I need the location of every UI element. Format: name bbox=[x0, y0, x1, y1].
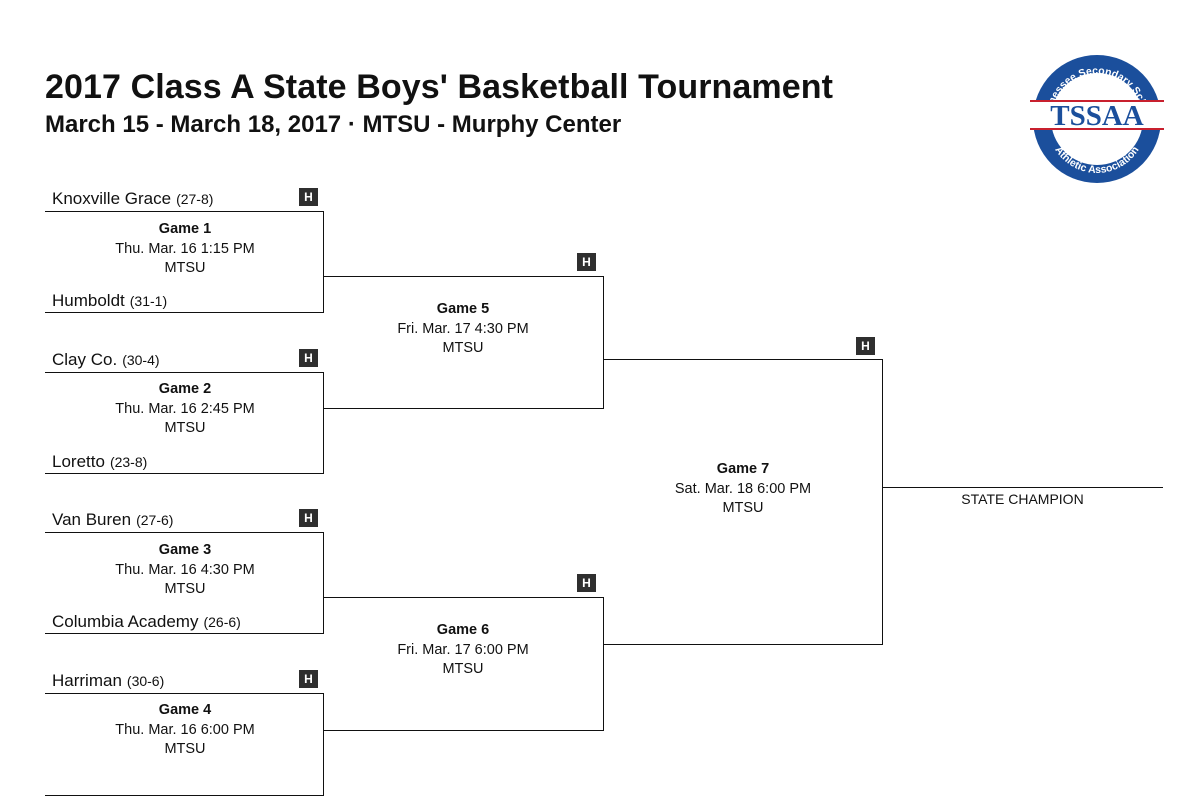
team-columbia-academy: Columbia Academy(26-6) bbox=[52, 612, 241, 632]
game-2-info: Game 2 Thu. Mar. 16 2:45 PM MTSU bbox=[85, 380, 285, 439]
bracket-line bbox=[882, 359, 883, 645]
bracket-line bbox=[45, 532, 323, 533]
game-3-info: Game 3 Thu. Mar. 16 4:30 PM MTSU bbox=[85, 541, 285, 600]
game-location: MTSU bbox=[442, 340, 484, 356]
team-record: (27-8) bbox=[176, 191, 214, 207]
game-title: Game 4 bbox=[158, 702, 212, 718]
team-record: (30-6) bbox=[126, 673, 165, 689]
game-title: Game 1 bbox=[158, 221, 212, 237]
team-humboldt: Humboldt(31-1) bbox=[52, 291, 167, 311]
team-record: (30-4) bbox=[122, 352, 160, 368]
bracket-line bbox=[323, 730, 603, 731]
bracket-line bbox=[603, 359, 882, 360]
team-knoxville-grace: Knoxville Grace(27-8) bbox=[52, 189, 213, 209]
team-record: (26-6) bbox=[203, 614, 241, 630]
team-harriman: Harriman(30-6) bbox=[52, 671, 164, 691]
home-badge: H bbox=[577, 253, 596, 271]
game-title: Game 2 bbox=[158, 381, 212, 397]
game-location: MTSU bbox=[164, 581, 206, 597]
home-badge: H bbox=[299, 509, 318, 527]
game-location: MTSU bbox=[442, 661, 484, 677]
team-record: (31-1) bbox=[129, 293, 168, 309]
game-time: Thu. Mar. 16 1:15 PM bbox=[115, 240, 255, 257]
game-time: Thu. Mar. 16 2:45 PM bbox=[115, 400, 255, 417]
team-loretto: Loretto(23-8) bbox=[52, 452, 147, 472]
game-time: Fri. Mar. 17 4:30 PM bbox=[397, 320, 529, 337]
team-van-buren: Van Buren(27-6) bbox=[52, 510, 173, 530]
game-time: Thu. Mar. 16 6:00 PM bbox=[115, 721, 255, 738]
game-location: MTSU bbox=[722, 500, 764, 516]
tssaa-logo: Tennessee Secondary School Athletic Asso… bbox=[1030, 52, 1164, 183]
state-champion-label: STATE CHAMPION bbox=[961, 491, 1084, 507]
home-badge: H bbox=[299, 188, 318, 206]
bracket-line bbox=[323, 532, 324, 634]
game-title: Game 3 bbox=[158, 542, 212, 558]
team-name: Knoxville Grace bbox=[52, 189, 172, 208]
bracket-line bbox=[323, 372, 324, 474]
team-clay-co: Clay Co.(30-4) bbox=[52, 350, 160, 370]
team-name: Loretto bbox=[52, 452, 105, 471]
bracket-line bbox=[603, 597, 604, 731]
bracket-line bbox=[45, 693, 323, 694]
team-record: (23-8) bbox=[109, 454, 148, 470]
game-time: Fri. Mar. 17 6:00 PM bbox=[397, 641, 529, 658]
logo-acronym: TSSAA bbox=[1050, 100, 1144, 132]
bracket-line bbox=[45, 633, 323, 634]
bracket-line bbox=[45, 795, 323, 796]
team-name: Humboldt bbox=[52, 291, 125, 310]
bracket-line bbox=[323, 276, 603, 277]
champion-line bbox=[882, 487, 1163, 488]
bracket-line bbox=[45, 372, 323, 373]
game-title: Game 5 bbox=[436, 301, 490, 317]
home-badge: H bbox=[299, 670, 318, 688]
game-5-info: Game 5 Fri. Mar. 17 4:30 PM MTSU bbox=[363, 300, 563, 359]
game-location: MTSU bbox=[164, 741, 206, 757]
game-4-info: Game 4 Thu. Mar. 16 6:00 PM MTSU bbox=[85, 701, 285, 760]
bracket-line bbox=[603, 276, 604, 409]
bracket-line bbox=[323, 597, 603, 598]
game-title: Game 7 bbox=[716, 461, 770, 477]
game-title: Game 6 bbox=[436, 622, 490, 638]
team-record: (27-6) bbox=[136, 512, 174, 528]
game-7-info: Game 7 Sat. Mar. 18 6:00 PM MTSU bbox=[643, 460, 843, 519]
page-subtitle: March 15 - March 18, 2017 · MTSU - Murph… bbox=[45, 111, 622, 138]
bracket-line bbox=[45, 312, 323, 313]
team-name: Van Buren bbox=[52, 510, 132, 529]
team-name: Columbia Academy bbox=[52, 612, 199, 631]
bracket-line bbox=[323, 408, 603, 409]
game-1-info: Game 1 Thu. Mar. 16 1:15 PM MTSU bbox=[85, 220, 285, 279]
home-badge: H bbox=[856, 337, 875, 355]
game-location: MTSU bbox=[164, 260, 206, 276]
game-time: Sat. Mar. 18 6:00 PM bbox=[674, 480, 812, 497]
game-6-info: Game 6 Fri. Mar. 17 6:00 PM MTSU bbox=[363, 621, 563, 680]
game-time: Thu. Mar. 16 4:30 PM bbox=[115, 561, 255, 578]
bracket-line bbox=[45, 211, 323, 212]
home-badge: H bbox=[299, 349, 318, 367]
bracket-line bbox=[45, 473, 323, 474]
bracket-line bbox=[323, 693, 324, 796]
home-badge: H bbox=[577, 574, 596, 592]
bracket-line bbox=[323, 211, 324, 313]
team-name: Clay Co. bbox=[52, 350, 118, 369]
team-name: Harriman bbox=[52, 671, 122, 690]
bracket-line bbox=[603, 644, 882, 645]
page-title: 2017 Class A State Boys' Basketball Tour… bbox=[45, 68, 834, 106]
game-location: MTSU bbox=[164, 420, 206, 436]
